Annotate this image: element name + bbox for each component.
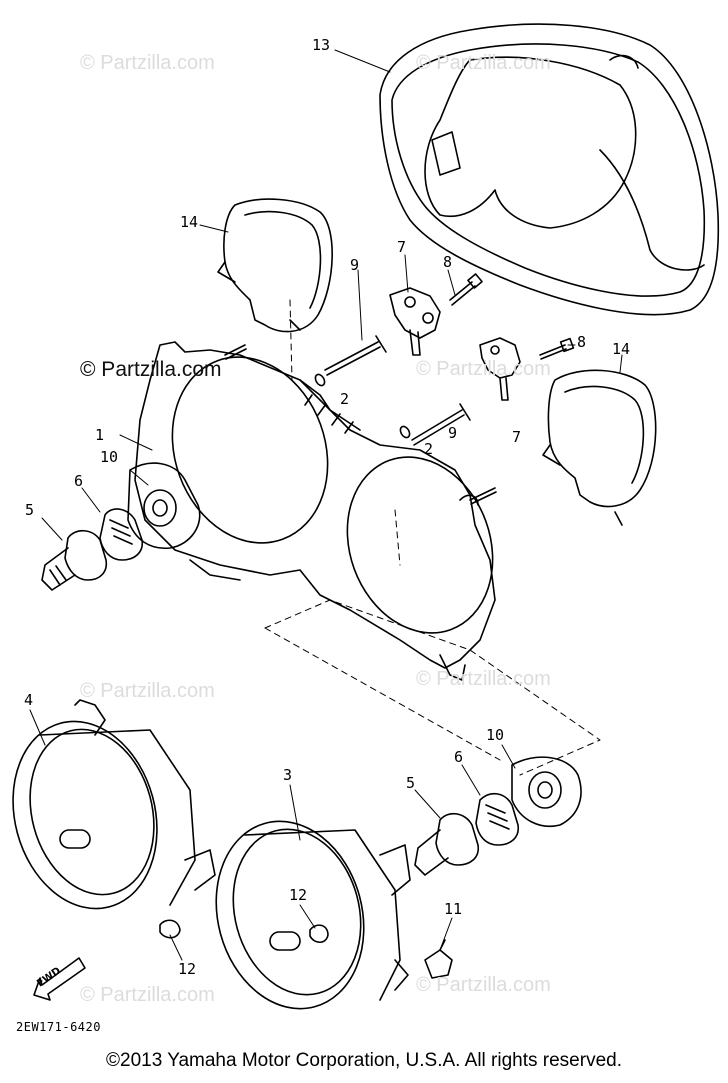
callout-6: 6 xyxy=(74,472,84,490)
part-7-brackets xyxy=(389,287,521,401)
part-11-fitting xyxy=(424,939,453,979)
callout-3: 3 xyxy=(283,766,293,784)
callout-8: 8 xyxy=(443,253,453,271)
callout-11: 11 xyxy=(444,900,463,918)
callout-6: 6 xyxy=(454,748,464,766)
right-bulb-assembly xyxy=(414,756,582,876)
watermark-dark: © Partzilla.com xyxy=(80,358,222,381)
callout-1: 1 xyxy=(95,426,105,444)
callout-14: 14 xyxy=(612,340,631,358)
callout-4: 4 xyxy=(24,691,34,709)
part-14-left-ring xyxy=(217,198,333,333)
callout-9: 9 xyxy=(448,424,458,442)
watermark: © Partzilla.com xyxy=(416,52,551,74)
left-bulb-assembly xyxy=(41,462,201,591)
callout-8: 8 xyxy=(577,333,587,351)
part-4-left-lamp xyxy=(12,699,216,939)
fwd-arrow-icon xyxy=(33,957,86,1001)
watermark: © Partzilla.com xyxy=(80,680,215,702)
callout-5: 5 xyxy=(25,501,35,519)
part-9-screws xyxy=(324,335,471,446)
part-14-right-ring xyxy=(542,369,657,526)
part-3-right-lamp xyxy=(215,820,411,1010)
callout-2: 2 xyxy=(340,390,350,408)
callout-10: 10 xyxy=(486,726,505,744)
part-13-cowl xyxy=(379,23,720,316)
watermark: © Partzilla.com xyxy=(80,984,215,1006)
callout-7: 7 xyxy=(397,238,407,256)
copyright-notice: ©2013 Yamaha Motor Corporation, U.S.A. A… xyxy=(106,1050,622,1071)
watermark: © Partzilla.com xyxy=(416,974,551,996)
callout-10: 10 xyxy=(100,448,119,466)
part-1-housing xyxy=(134,341,496,681)
diagram-code: 2EW171-6420 xyxy=(16,1020,101,1034)
watermark: © Partzilla.com xyxy=(416,668,551,690)
callout-5: 5 xyxy=(406,774,416,792)
callout-14: 14 xyxy=(180,213,199,231)
callout-leaders xyxy=(29,49,623,961)
part-8-bolts xyxy=(224,273,575,505)
callout-9: 9 xyxy=(350,256,360,274)
callout-12: 12 xyxy=(178,960,197,978)
watermark: © Partzilla.com xyxy=(80,52,215,74)
watermark: © Partzilla.com xyxy=(416,358,551,380)
callout-13: 13 xyxy=(312,36,331,54)
callout-2: 2 xyxy=(424,440,434,458)
callout-12: 12 xyxy=(289,886,308,904)
callout-7: 7 xyxy=(512,428,522,446)
part-2-springs xyxy=(314,373,411,439)
leader-lines xyxy=(264,299,601,776)
